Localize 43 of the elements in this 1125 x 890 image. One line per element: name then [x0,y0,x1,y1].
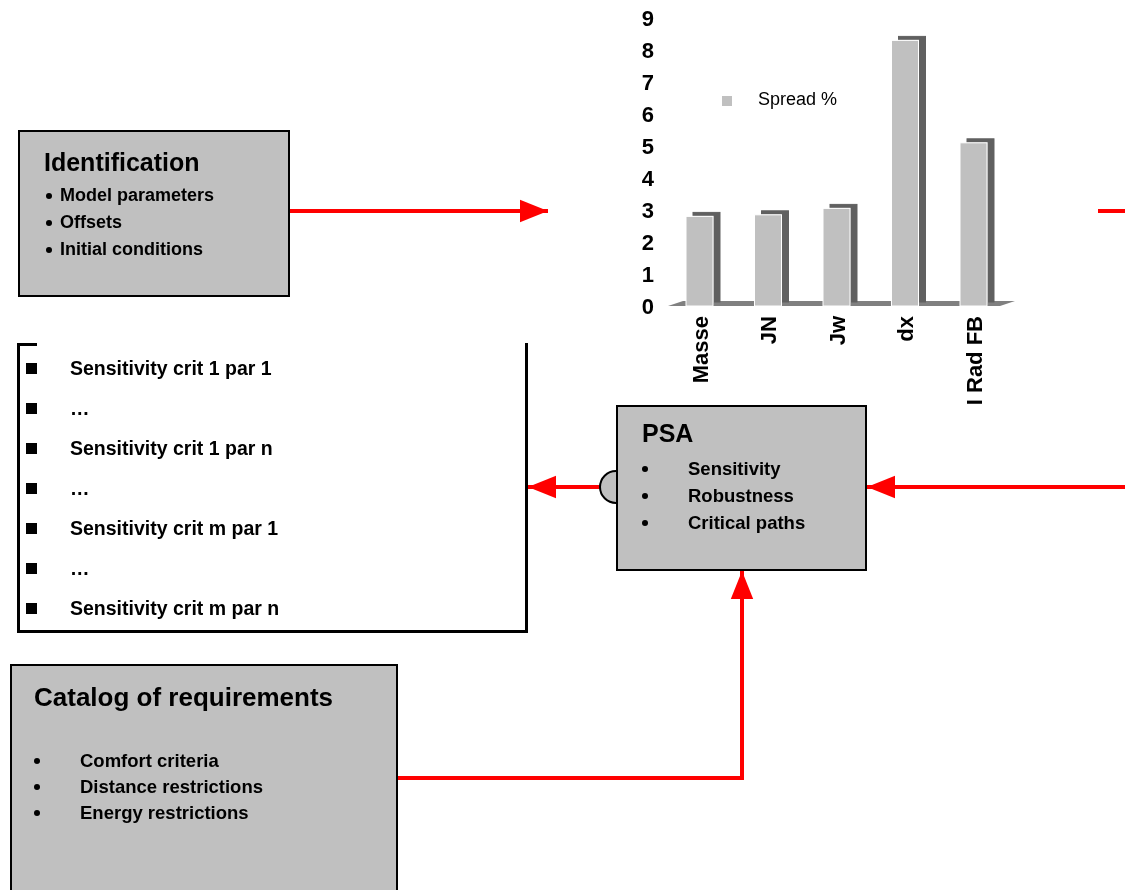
arrow [398,571,754,780]
process-box [616,405,867,571]
list-item: Model parameters [60,185,215,205]
category-label: I Rad FB [961,316,987,406]
list-item: Robustness [688,485,794,506]
process-box [18,130,290,297]
category-label: dx [893,316,918,342]
list-item: … [70,477,90,499]
list-item: Critical paths [688,512,806,533]
axis-tick-label: 3 [641,198,654,223]
process-box [10,664,398,890]
axis-tick-label: 8 [641,38,654,63]
category-label: JN [756,316,781,345]
list-item: Offsets [60,212,122,232]
list-item: Sensitivity crit m par n [70,597,280,619]
category-label: Masse [687,316,713,384]
axis-tick-label: 7 [641,70,654,95]
list-item: … [70,397,90,419]
arrow [867,475,1125,499]
axis-tick-label: 6 [641,102,654,127]
list-item: Sensitivity [688,458,781,479]
list-item: Distance restrictions [80,776,263,797]
list-box [17,343,528,633]
axis-tick-label: 1 [641,262,654,287]
list-item: Sensitivity crit 1 par 1 [70,357,272,379]
legend-label: Spread % [758,89,838,109]
axis-tick-label: 0 [641,294,654,319]
axis-tick-label: 2 [641,230,654,255]
arrow [528,475,600,499]
box-heading: Catalog of requirements [34,682,334,713]
arrow [290,199,548,223]
axis-tick-label: 9 [641,6,654,31]
list-item: Comfort criteria [80,750,219,771]
axis-tick-label: 5 [641,134,654,159]
box-heading: Identification [44,148,200,177]
category-label: Jw [824,316,850,346]
list-item: Sensitivity crit 1 par n [70,437,273,459]
list-item: Initial conditions [60,239,203,259]
list-item: Sensitivity crit m par 1 [70,517,279,539]
list-item: Energy restrictions [80,802,249,823]
box-heading: PSA [642,419,694,448]
axis-tick-label: 4 [641,166,654,191]
list-item: … [70,557,90,579]
